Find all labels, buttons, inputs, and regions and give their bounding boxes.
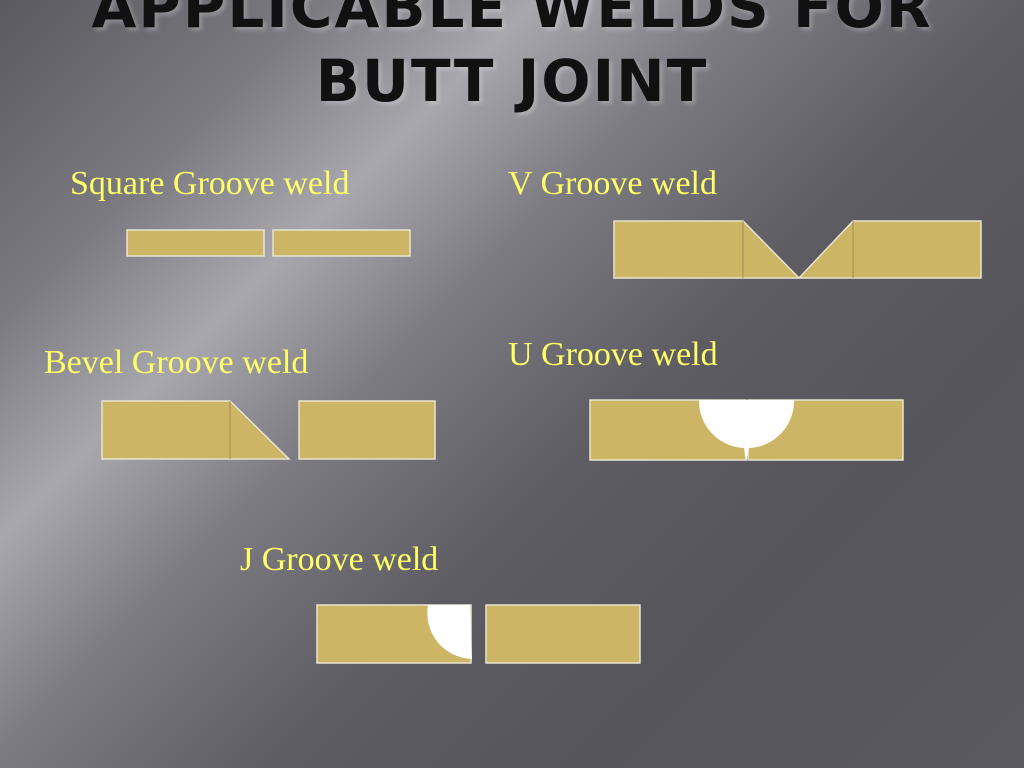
bevel-groove-left-plate	[101, 400, 291, 460]
v-groove-label: V Groove weld	[508, 165, 717, 202]
u-groove-diagram	[589, 399, 904, 462]
j-groove-right-plate	[485, 604, 641, 664]
square-groove-label: Square Groove weld	[70, 165, 350, 202]
u-groove-cavity	[698, 400, 795, 462]
square-groove-diagram	[126, 229, 411, 257]
square-groove-left-plate	[126, 229, 265, 257]
v-groove-right-plate	[797, 220, 982, 279]
slide-title-line1: APPLICABLE WELDS FOR	[91, 0, 933, 41]
v-groove-left-plate	[613, 220, 801, 279]
j-groove-label: J Groove weld	[240, 541, 439, 578]
bevel-groove-right-plate	[298, 400, 436, 460]
j-groove-diagram	[316, 604, 641, 664]
square-groove-right-plate	[272, 229, 411, 257]
slide-title-line2: BUTT JOINT	[315, 47, 709, 115]
bevel-groove-label: Bevel Groove weld	[44, 344, 309, 381]
v-groove-diagram	[613, 220, 982, 279]
bevel-groove-diagram	[101, 400, 436, 460]
j-groove-cavity	[427, 605, 472, 659]
u-groove-label: U Groove weld	[508, 336, 718, 373]
